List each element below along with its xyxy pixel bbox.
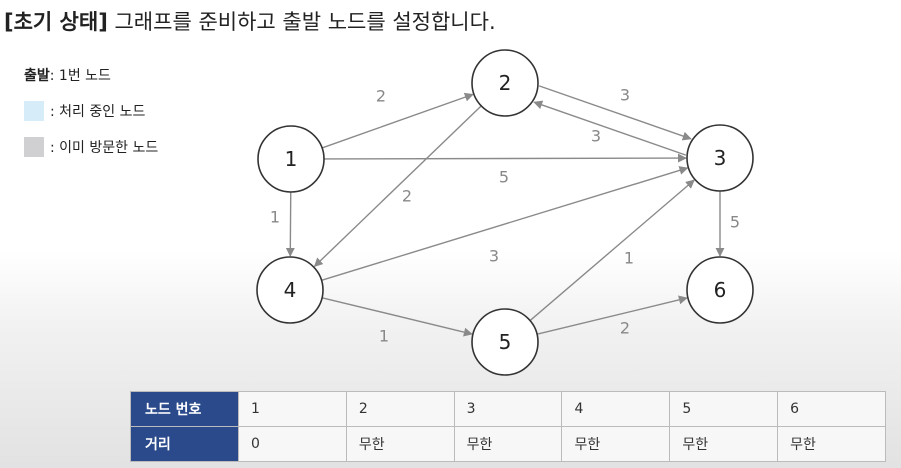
node-circle (257, 125, 325, 193)
row-header-distance: 거리 (130, 426, 239, 462)
legend-start: 출발 : 1번 노드 (24, 64, 158, 86)
table-cell: 무한 (561, 426, 671, 462)
edge-5-6 (536, 295, 688, 335)
row-header-node-number: 노드 번호 (130, 391, 239, 427)
edge-weight-1-2: 2 (376, 87, 386, 106)
table-cell: 5 (669, 391, 779, 427)
processing-swatch (24, 101, 44, 121)
table-cell: 무한 (669, 426, 779, 462)
table-cell: 2 (345, 391, 455, 427)
table-cell: 무한 (777, 426, 886, 462)
visited-swatch (24, 137, 44, 157)
legend: 출발 : 1번 노드 : 처리 중인 노드 : 이미 방문한 노드 (24, 64, 158, 172)
edge-2-4 (313, 105, 482, 268)
edge-1-3 (323, 153, 687, 163)
node-circle (686, 256, 754, 324)
edge-weight-2-4: 2 (402, 187, 412, 206)
edge-4-3 (321, 166, 689, 281)
legend-visited-label: : 이미 방문한 노드 (50, 140, 159, 156)
edge-1-2 (321, 92, 474, 149)
node-circle (471, 308, 539, 376)
node-6: 6 (686, 256, 754, 324)
legend-processing: : 처리 중인 노드 (24, 100, 158, 122)
node-label: 1 (285, 147, 298, 171)
edge-4-5 (321, 297, 473, 337)
table-cell: 3 (453, 391, 563, 427)
node-4: 4 (256, 256, 324, 324)
node-circle (686, 124, 754, 192)
node-circle (256, 256, 324, 324)
edge-weight-1-3: 5 (499, 168, 509, 187)
legend-visited: : 이미 방문한 노드 (24, 136, 158, 158)
edge-weight-2-3: 3 (620, 86, 630, 105)
edge-3-2 (533, 100, 687, 156)
node-1: 1 (257, 125, 325, 193)
edge-weight-4-5: 1 (379, 327, 389, 346)
legend-start-value: : 1번 노드 (49, 68, 111, 84)
node-5: 5 (471, 308, 539, 376)
edge-weight-3-2: 3 (591, 127, 601, 146)
node-2: 2 (471, 49, 539, 117)
node-label: 6 (714, 278, 727, 302)
edge-weight-1-4: 1 (270, 208, 280, 227)
table-cell: 4 (561, 391, 671, 427)
edges: 2 5 1 3 3 2 5 3 1 1 2 (270, 85, 740, 346)
legend-processing-label: : 처리 중인 노드 (50, 104, 146, 120)
table-cell: 무한 (345, 426, 455, 462)
node-label: 2 (499, 71, 512, 95)
legend-start-key: 출발 (24, 68, 50, 84)
table-cell: 무한 (453, 426, 563, 462)
node-label: 5 (499, 330, 512, 354)
edge-weight-3-6: 5 (730, 213, 740, 232)
nodes: 1 2 3 4 5 6 (256, 49, 754, 376)
table-cell: 6 (777, 391, 886, 427)
title-tag: [초기 상태] (4, 10, 108, 34)
distance-table: 노드 번호 1 2 3 4 5 6 거리 0 무한 무한 무한 무한 무한 (130, 391, 886, 462)
node-label: 3 (714, 146, 727, 170)
edge-weight-4-3: 3 (489, 247, 499, 266)
edge-5-3 (529, 179, 695, 322)
table-row-distances: 거리 0 무한 무한 무한 무한 무한 (130, 426, 886, 462)
title-text: 그래프를 준비하고 출발 노드를 설정합니다. (114, 10, 496, 34)
edge-2-3 (538, 85, 692, 141)
edge-weight-5-3: 1 (624, 249, 634, 268)
node-3: 3 (686, 124, 754, 192)
node-circle (471, 49, 539, 117)
table-cell: 0 (238, 426, 347, 462)
table-cell: 1 (238, 391, 347, 427)
node-label: 4 (284, 278, 297, 302)
table-row-node-numbers: 노드 번호 1 2 3 4 5 6 (130, 391, 886, 427)
edge-weight-5-6: 2 (620, 319, 630, 338)
page-title: [초기 상태] 그래프를 준비하고 출발 노드를 설정합니다. (4, 6, 496, 36)
